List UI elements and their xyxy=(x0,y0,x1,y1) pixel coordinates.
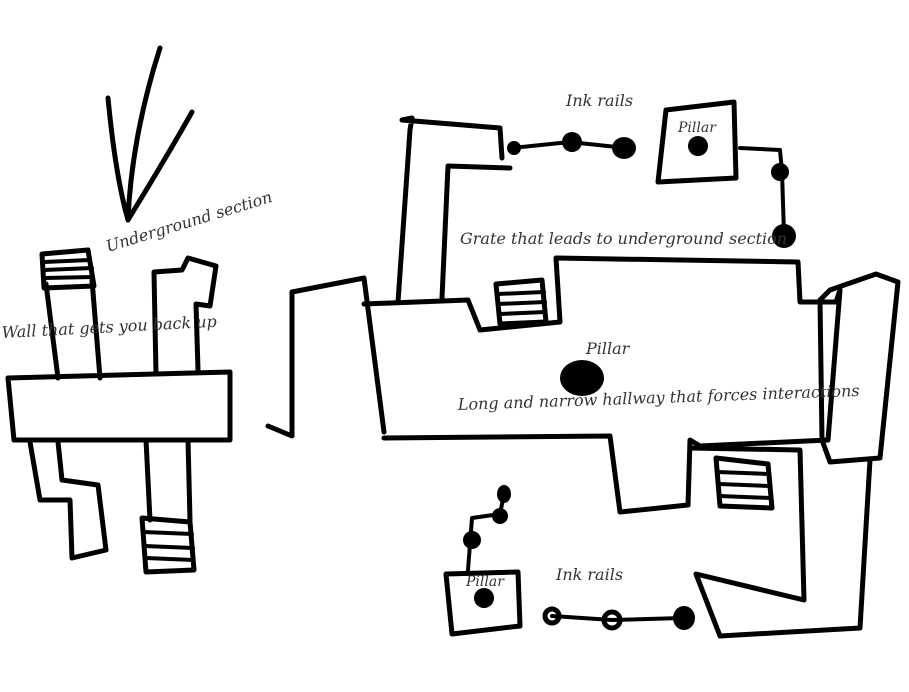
pillar-center xyxy=(560,360,604,396)
pillar-box-top-right xyxy=(655,99,739,185)
label-ink-rails-bottom: Ink rails xyxy=(555,565,623,584)
grate-top xyxy=(493,277,549,327)
ink-rails-right xyxy=(738,146,796,248)
down-arrow-icon xyxy=(105,45,195,223)
ladder-bottom-left xyxy=(139,515,197,575)
label-pillar-bottom-left: Pillar xyxy=(465,574,505,590)
top-tower xyxy=(395,115,513,305)
central-hallway xyxy=(361,255,843,515)
underground-corridor xyxy=(5,369,233,443)
underground-section-map: Underground section Wall that gets you b… xyxy=(1,45,274,575)
ink-rails-top xyxy=(507,132,636,159)
label-ink-rails-top: Ink rails xyxy=(565,91,633,110)
label-grate: Grate that leads to underground section xyxy=(460,229,787,248)
ladder-top-left xyxy=(39,247,97,291)
ink-rails-bottom xyxy=(542,606,695,631)
main-level-map: Ink rails Pillar Grate that leads to und… xyxy=(265,91,901,639)
label-pillar-center: Pillar xyxy=(585,339,631,358)
pillar-box-bottom-left xyxy=(443,569,523,637)
left-shaft xyxy=(43,277,103,381)
grate-bottom xyxy=(713,455,775,511)
label-hallway: Long and narrow hallway that forces inte… xyxy=(456,381,859,414)
wall-back-up xyxy=(151,255,219,377)
lower-right-passage xyxy=(687,445,873,639)
label-wall-back-up: Wall that gets you back up xyxy=(1,312,217,342)
left-room xyxy=(265,275,387,439)
lower-right-shaft xyxy=(143,437,193,523)
label-pillar-top-right: Pillar xyxy=(677,120,717,136)
lower-left-branch xyxy=(27,439,109,561)
ink-rails-bottom-left xyxy=(463,485,511,572)
right-room xyxy=(817,271,901,465)
